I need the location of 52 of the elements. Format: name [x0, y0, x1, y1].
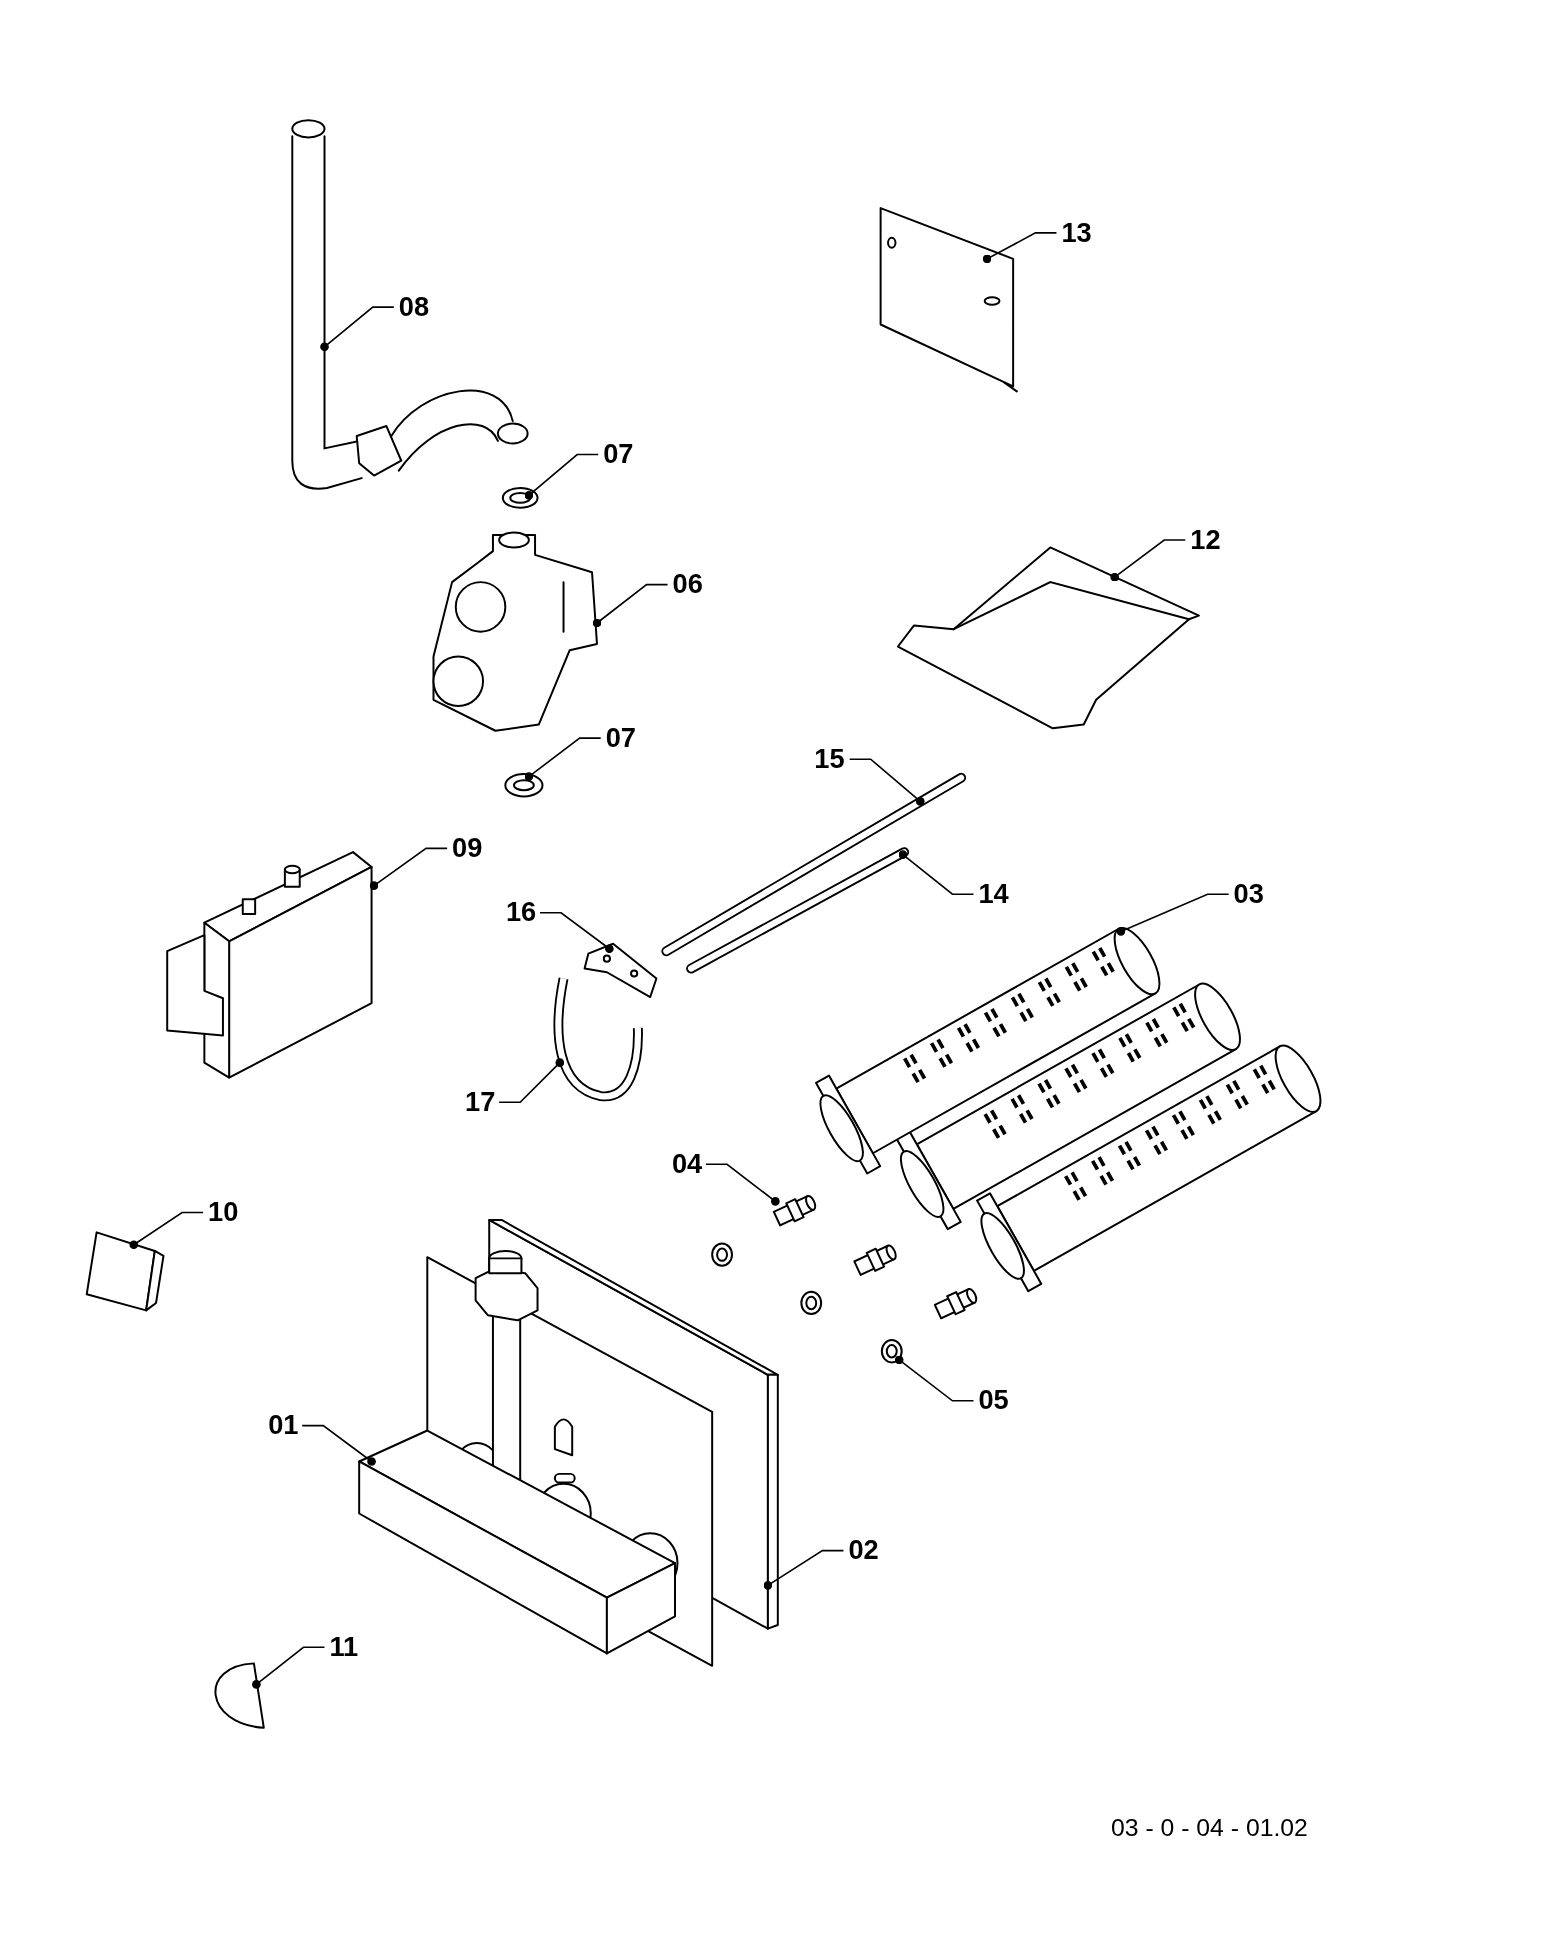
leader-line — [498, 1058, 565, 1104]
gas-pipe-drawing — [291, 119, 529, 490]
callout-number: 07 — [605, 722, 636, 755]
leader-line — [763, 1549, 845, 1590]
leader-line — [705, 1163, 780, 1206]
leader-line — [524, 453, 600, 500]
leader-line — [1110, 539, 1187, 582]
callout-number: 17 — [465, 1086, 496, 1119]
leader-line — [129, 1211, 204, 1250]
rod-drawing — [686, 847, 910, 974]
callout-number: 16 — [505, 896, 537, 929]
callout-number: 07 — [603, 438, 634, 471]
callout-number: 01 — [268, 1409, 299, 1442]
control-box-drawing — [166, 851, 373, 1079]
leader-line — [539, 912, 614, 954]
callout-number: 05 — [978, 1384, 1009, 1417]
sealing-ring-drawing — [504, 773, 544, 798]
callout-number: 09 — [452, 832, 483, 865]
leader-line — [898, 850, 975, 896]
callout-number: 13 — [1061, 216, 1092, 249]
leader-line — [982, 232, 1058, 264]
cover-plate-drawing — [879, 207, 1018, 393]
callout-number: 10 — [208, 1196, 239, 1229]
callout-number: 02 — [848, 1534, 879, 1567]
leader-line — [320, 306, 395, 352]
leader-line — [592, 583, 669, 628]
callout-number: 03 — [1233, 878, 1264, 911]
rod-drawing — [661, 772, 967, 957]
callout-number: 06 — [672, 568, 703, 601]
clip-drawing — [553, 977, 643, 1102]
leader-line — [524, 737, 602, 781]
callout-number: 12 — [1190, 523, 1221, 557]
leader-line — [301, 1424, 376, 1466]
leader-line — [369, 847, 448, 890]
leader-line — [252, 1646, 326, 1689]
bracket-drawing — [583, 942, 658, 998]
leader-line — [894, 1355, 975, 1402]
sealing-ring-drawing — [501, 487, 539, 509]
callout-number: 14 — [978, 878, 1009, 911]
leader-line — [848, 758, 925, 806]
leader-line — [1116, 893, 1230, 936]
callout-number: 11 — [329, 1631, 359, 1664]
cap-drawing — [85, 1231, 165, 1312]
callout-number: 15 — [814, 743, 845, 776]
drawing-number: 03 - 0 - 04 - 01.02 — [1111, 1812, 1308, 1842]
callout-number: 08 — [398, 291, 430, 324]
washer-drawing — [880, 1339, 903, 1364]
burner-tube-drawing — [815, 926, 1161, 1175]
callout-number: 04 — [671, 1148, 703, 1181]
gas-valve-drawing — [432, 531, 598, 732]
manifold-drawing — [358, 1249, 714, 1667]
cover-drawing — [214, 1662, 265, 1729]
